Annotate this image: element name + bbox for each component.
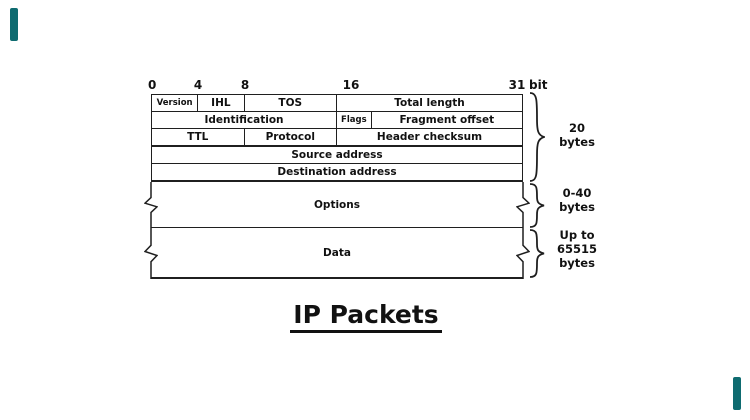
diagram-title: IP Packets [290,300,442,333]
byte-size-line: Up to [559,228,595,242]
byte-size-label-data: Up to 65515 bytes [548,228,606,270]
field-version: Version [152,95,199,111]
table-row: Identification Flags Fragment offset [152,112,522,129]
field-protocol: Protocol [245,129,337,145]
byte-size-line: 65515 [556,242,597,256]
bit-tick-16: 16 [342,78,360,92]
bit-tick-0: 0 [148,78,157,92]
bit-tick-8: 8 [240,78,250,92]
field-flags: Flags [337,112,372,128]
field-options: Options [151,182,523,228]
curly-brace-icon [529,92,545,182]
table-row: Destination address [152,164,522,180]
curly-brace-icon [529,229,545,278]
field-identification: Identification [152,112,337,128]
table-row: Version IHL TOS Total length [152,95,522,112]
accent-bar-top-left [10,8,18,41]
field-tos: TOS [245,95,337,111]
title-container: IP Packets [0,300,732,333]
byte-size-label-header: 20 bytes [548,121,606,149]
byte-size-label-options: 0-40 bytes [548,186,606,214]
break-mark-icon [144,228,158,279]
field-fragment-offset: Fragment offset [399,114,495,126]
bit-tick-31: 31 [508,78,526,92]
break-mark-icon [144,182,158,228]
curly-brace-icon [529,183,545,228]
break-mark-icon [516,182,530,228]
accent-bar-bottom-right [733,377,741,410]
byte-size-line: bytes [559,135,595,149]
field-header-checksum: Header checksum [376,131,483,143]
field-source-address: Source address [291,149,383,161]
field-destination-address: Destination address [277,166,397,178]
table-row: Source address [152,147,522,164]
bit-tick-4: 4 [193,78,203,92]
break-mark-icon [516,228,530,279]
table-row: TTL Protocol Header checksum [152,129,522,147]
ip-header-table: Version IHL TOS Total length Identificat… [151,94,523,182]
byte-size-line: bytes [559,200,595,214]
bit-unit-label: bit [529,78,548,92]
field-ttl: TTL [152,129,245,145]
field-data: Data [151,228,523,279]
byte-size-line: 20 [568,121,585,135]
field-total-length: Total length [394,97,465,109]
byte-size-line: bytes [559,256,595,270]
field-ihl: IHL [198,95,245,111]
byte-size-line: 0-40 [562,186,592,200]
